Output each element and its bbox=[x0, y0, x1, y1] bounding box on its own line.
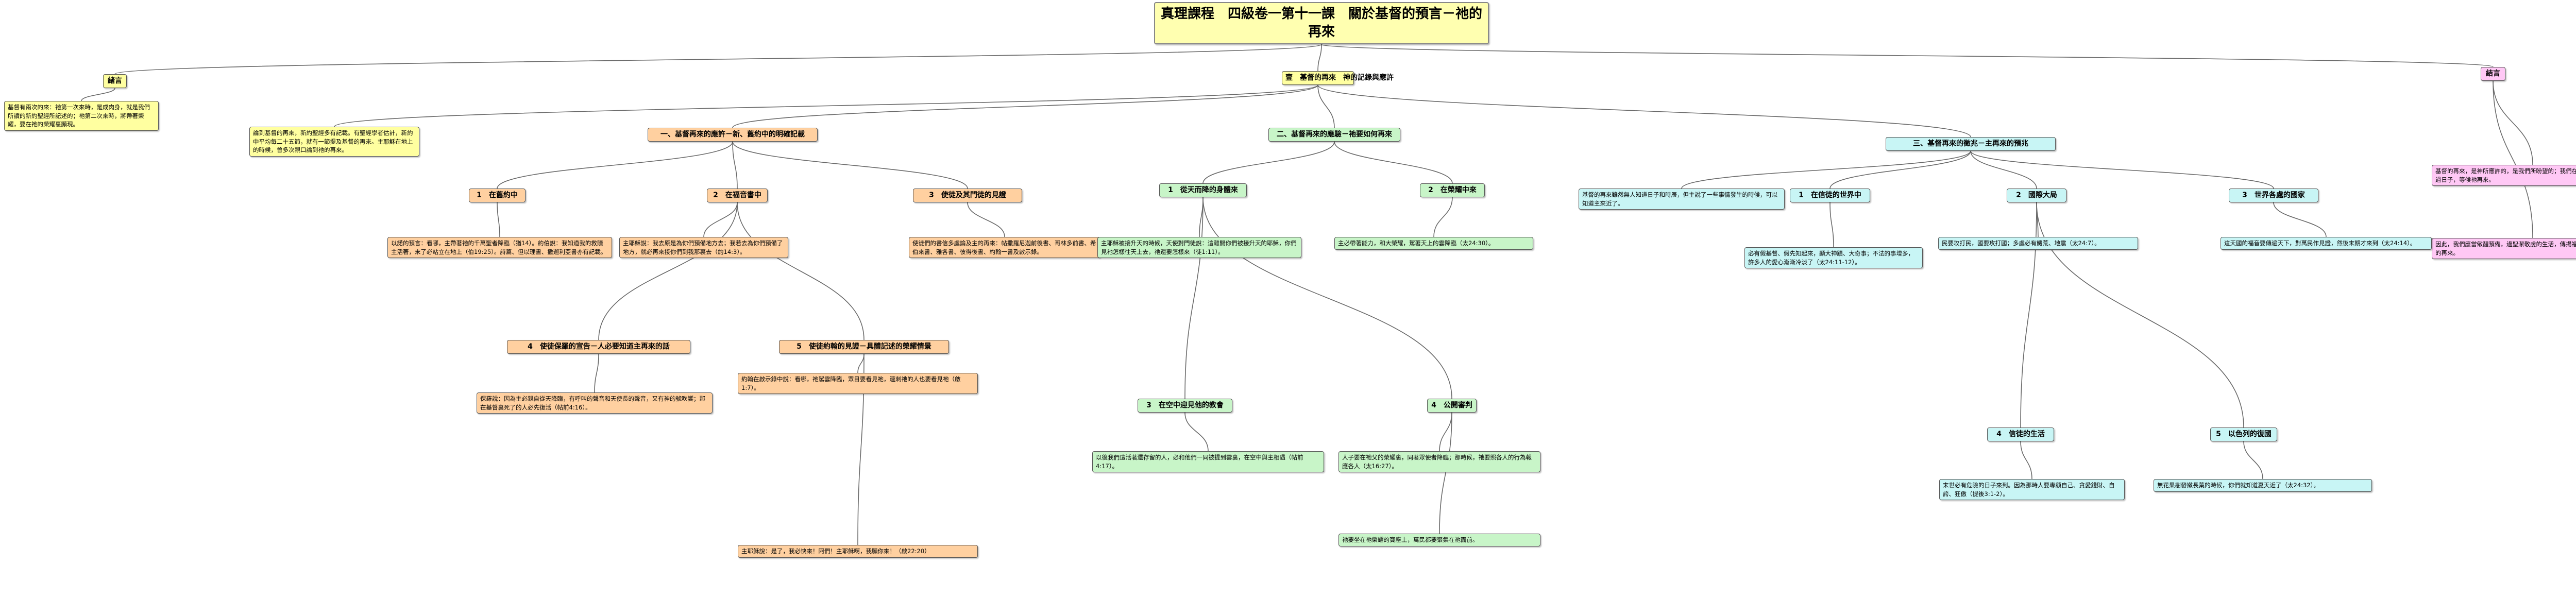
connector-line bbox=[81, 88, 115, 101]
section-1-sub-5-text-2: 主耶穌說：是了，我必快來！阿們！主耶穌啊，我願你來！（啟22:20） bbox=[738, 545, 978, 558]
section-2-sub-3-text: 以後我們這活著還存留的人，必和他們一同被提到雲裏，在空中與主相遇（帖前4:17）… bbox=[1092, 451, 1324, 473]
section-3-sub-5-text: 無花果樹發嫩長葉的時候，你們就知道夏天近了（太24:32）。 bbox=[2154, 479, 2372, 492]
section-2-sub-4-heading: 4 公開審判 bbox=[1427, 399, 1477, 413]
section-1-sub-5-text-1: 約翰在啟示錄中說：看哪，祂駕雲降臨，眾目要看見祂，連刺祂的人也要看見祂（啟1:7… bbox=[738, 373, 978, 395]
connector-line bbox=[598, 202, 738, 340]
section-3-heading: 三、基督再來的徵兆－主再來的預兆 bbox=[1886, 137, 2056, 151]
section-2-sub-1-heading: 1 從天而降的身體來 bbox=[1159, 183, 1247, 197]
connector-line bbox=[1334, 141, 1453, 184]
connector-line bbox=[1317, 44, 1322, 72]
connector-line bbox=[2020, 202, 2037, 428]
section-1-sub-2-heading: 2 在福音書中 bbox=[707, 189, 768, 202]
connector-line bbox=[732, 141, 738, 189]
section-1-sub-1-heading: 1 在舊約中 bbox=[469, 189, 526, 202]
connector-line bbox=[2020, 441, 2032, 480]
section-1-sub-3-heading: 3 使徒及其門徒的見證 bbox=[913, 189, 1022, 202]
section-3-sub-1-text: 必有假基督、假先知起來，顯大神蹟、大奇事；不法的事增多，許多人的愛心漸漸冷淡了（… bbox=[1744, 247, 1923, 269]
connector-line bbox=[1321, 44, 2494, 67]
section-3-sub-5-heading: 5 以色列的復國 bbox=[2210, 427, 2277, 441]
connector-line bbox=[1433, 197, 1453, 237]
connector-line bbox=[967, 202, 1005, 237]
connector-line bbox=[732, 84, 1318, 128]
connector-line bbox=[334, 84, 1318, 127]
connector-line bbox=[594, 353, 599, 393]
connector-line bbox=[1970, 150, 2274, 189]
connector-line bbox=[1184, 412, 1209, 452]
section-3-sub-2-heading: 2 國際大局 bbox=[2007, 189, 2066, 202]
main-heading: 壹 基督的再來 神的記錄與應許 bbox=[1282, 71, 1394, 85]
conclusion-text-2: 因此，我們應當儆醒預備，過聖潔敬虔的生活，傳揚福音，等候並催促主的再來。 bbox=[2432, 238, 2576, 260]
connector-line bbox=[2243, 441, 2263, 480]
conclusion-heading: 結言 bbox=[2481, 67, 2505, 81]
connector-line bbox=[737, 202, 865, 340]
conclusion-text-1: 基督的再來，是神所應許的，是我們所盼望的；我們在世時要以敬畏的心過日子，等候祂再… bbox=[2432, 165, 2576, 186]
intro-heading: 緒言 bbox=[103, 74, 127, 88]
connector-line bbox=[857, 353, 865, 373]
connector-line bbox=[732, 141, 968, 189]
section-3-sub-4-heading: 4 信徒的生活 bbox=[1987, 427, 2054, 441]
section-1-sub-1-text: 以諾的預言：看哪，主帶著祂的千萬聖者降臨（猶14）。約伯說：我知道我的救贖主活著… bbox=[387, 237, 612, 259]
connector-line bbox=[1184, 197, 1204, 399]
connector-line bbox=[1439, 412, 1452, 534]
connector-line bbox=[1970, 150, 2037, 189]
section-1-heading: 一、基督再來的應許－新、舊約中的明確記載 bbox=[648, 128, 818, 142]
connector-line bbox=[1829, 150, 1971, 189]
section-2-sub-3-heading: 3 在空中迎見他的教會 bbox=[1138, 399, 1232, 413]
section-2-heading: 二、基督再來的應驗－祂要如何再來 bbox=[1268, 128, 1400, 142]
connector-line bbox=[1681, 150, 1971, 189]
connector-line bbox=[497, 141, 733, 189]
section-3-summary-text: 基督的再來雖然無人知道日子和時辰，但主說了一些事情發生的時候，可以知道主來近了。 bbox=[1579, 189, 1785, 210]
section-1-sub-4-heading: 4 使徒保羅的宣告－人必要知道主再來的話 bbox=[507, 340, 690, 354]
section-2-sub-2-heading: 2 在榮耀中來 bbox=[1420, 183, 1485, 197]
connector-line bbox=[497, 202, 500, 237]
intro-text: 基督有兩次的來：祂第一次來時，是成肉身，就是我們所讀的新約聖經所記述的；祂第二次… bbox=[4, 101, 159, 131]
section-3-sub-2-text: 民要攻打民，國要攻打國；多處必有饑荒、地震（太24:7）。 bbox=[1938, 237, 2138, 250]
connector-line bbox=[1317, 84, 1335, 128]
section-3-sub-1-heading: 1 在信徒的世界中 bbox=[1790, 189, 1870, 202]
section-1-sub-3-text: 使徒們的書信多處論及主的再來：帖撒羅尼迦前後書、哥林多前書、希伯來書、雅各書、彼… bbox=[909, 237, 1100, 259]
connector-line bbox=[114, 44, 1322, 75]
connector-line bbox=[1202, 197, 1452, 399]
section-2-sub-4-text-2: 祂要坐在祂榮耀的寶座上，萬民都要聚集在祂面前。 bbox=[1338, 534, 1540, 546]
connector-line bbox=[1829, 202, 1834, 248]
page-title: 真理課程 四級卷一第十一課 關於基督的預言－祂的再來 bbox=[1154, 2, 1489, 45]
section-2-sub-4-text-1: 人子要在祂父的榮耀裏，同著眾使者降臨；那時候，祂要照各人的行為報應各人（太16:… bbox=[1338, 451, 1540, 473]
section-3-sub-3-heading: 3 世界各處的國家 bbox=[2229, 189, 2318, 202]
section-3-sub-3-text: 這天國的福音要傳遍天下，對萬民作見證，然後末期才來到（太24:14）。 bbox=[2221, 237, 2432, 250]
connector-line bbox=[2493, 80, 2533, 165]
section-2-sub-2-text: 主必帶著能力，和大榮耀，駕著天上的雲降臨（太24:30）。 bbox=[1334, 237, 1533, 250]
section-3-sub-4-text: 末世必有危險的日子來到。因為那時人要專顧自己、貪愛錢財、自誇、狂傲（提後3:1-… bbox=[1939, 479, 2125, 501]
connector-line bbox=[2273, 202, 2327, 237]
connector-line bbox=[1317, 84, 1971, 138]
connector-line bbox=[2036, 202, 2244, 428]
section-1-sub-4-text: 保羅說：因為主必親自從天降臨，有呼叫的聲音和天使長的聲音，又有神的號吹響；那在基… bbox=[477, 392, 713, 414]
section-2-sub-1-text: 主耶穌被接升天的時候，天使對門徒說：這離開你們被接升天的耶穌，你們見祂怎樣往天上… bbox=[1097, 237, 1301, 259]
section-1-sub-2-text: 主耶穌說：我去原是為你們預備地方去；我若去為你們預備了地方，就必再來接你們到我那… bbox=[619, 237, 788, 259]
connector-line bbox=[1202, 141, 1335, 184]
connector-line bbox=[703, 202, 738, 237]
main-summary-text: 論到基督的再來，新約聖經多有記載。有聖經學者估計，新約中平均每二十五節，就有一節… bbox=[249, 127, 419, 157]
connector-line bbox=[2493, 80, 2533, 238]
section-1-sub-5-heading: 5 使徒約翰的見證－具體記述的榮耀情景 bbox=[779, 340, 949, 354]
